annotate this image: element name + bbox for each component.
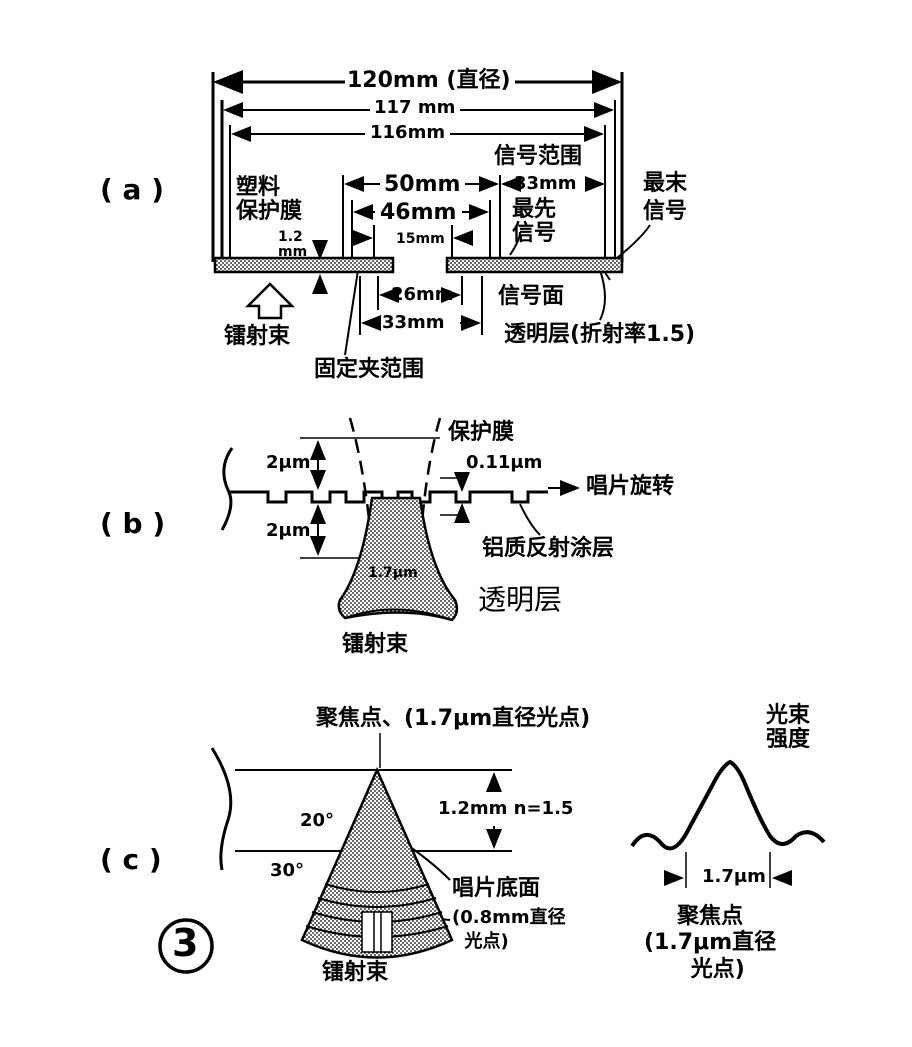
laser-beam-c-label: 镭射束 (322, 960, 389, 985)
record-bottom-label: 唱片底面 (452, 876, 541, 901)
signal-range-label: 信号范围 (494, 144, 583, 169)
dim-15mm: 15mm (396, 231, 445, 247)
focus-point-caption: 聚焦点 (1.7μm直径 光点) (644, 904, 777, 982)
transparent-layer-a-label: 透明层(折射率1.5) (504, 322, 696, 347)
clamp-range-label: 固定夹范围 (314, 357, 425, 382)
dim-46mm: 46mm (380, 200, 457, 225)
dim-117mm: 117 mm (372, 97, 458, 118)
figure-number-digit: 3 (172, 921, 199, 965)
angle-30: 30° (270, 860, 305, 881)
beam-b-shape (337, 496, 459, 622)
dim-116mm: 116mm (368, 122, 448, 143)
last-signal-label: 最末 信号 (643, 171, 688, 224)
beam-c-arcs (305, 883, 449, 953)
beam-b-base (344, 608, 453, 621)
figure-number-circle (158, 918, 214, 974)
signal-surface-label: 信号面 (498, 284, 565, 309)
dim-1-7um-c: 1.7μm (702, 866, 766, 887)
dim-33mm-bottom: 33mm (382, 312, 445, 333)
panel-a-drawing (211, 70, 651, 356)
beam-intensity-label: 光束 强度 (766, 703, 811, 753)
dim-26mm: 26mm (391, 284, 454, 305)
panel-a-label: ( a ) (100, 173, 164, 206)
laser-up-arrow-icon (244, 282, 296, 320)
angle-20: 20° (300, 810, 335, 831)
spot-0-8mm-label: (0.8mm直径 光点) (452, 907, 566, 953)
dim-33mm-top: 33mm (514, 173, 577, 194)
plastic-film-label: 塑料 保护膜 (236, 175, 303, 225)
panel-c-spot-dim (664, 852, 792, 888)
thickness-label: 1.2mm n=1.5 (438, 798, 574, 819)
protective-film-label: 保护膜 (448, 420, 515, 445)
dim-50mm: 50mm (384, 172, 461, 197)
beam-c-cone (300, 766, 454, 959)
dim-1-2mm: 1.2 mm (278, 229, 308, 260)
aluminum-coating-label: 铝质反射涂层 (482, 536, 615, 561)
dim-2um-top: 2μm (266, 452, 311, 473)
first-signal-label: 最先 信号 (512, 197, 557, 247)
transparent-layer-b-label: 透明层 (478, 583, 563, 616)
focus-point-title: 聚焦点、(1.7μm直径光点) (316, 706, 591, 731)
disc-right-slab (445, 256, 624, 274)
laser-beam-a-label: 镭射束 (224, 324, 291, 349)
panel-c-label: ( c ) (100, 843, 162, 876)
disc-left-slab (213, 256, 395, 274)
dim-2um-bottom: 2μm (266, 520, 311, 541)
dim-0-11um: 0.11μm (466, 452, 543, 473)
record-rotation-label: 唱片旋转 (586, 474, 675, 499)
dim-120mm: 120mm (直径) (345, 68, 513, 93)
laser-beam-b-label: 镭射束 (342, 632, 409, 657)
beam-intensity-curve (630, 759, 826, 851)
dim-1-7um-b: 1.7μm (368, 565, 418, 581)
panel-b-label: ( b ) (100, 507, 166, 540)
